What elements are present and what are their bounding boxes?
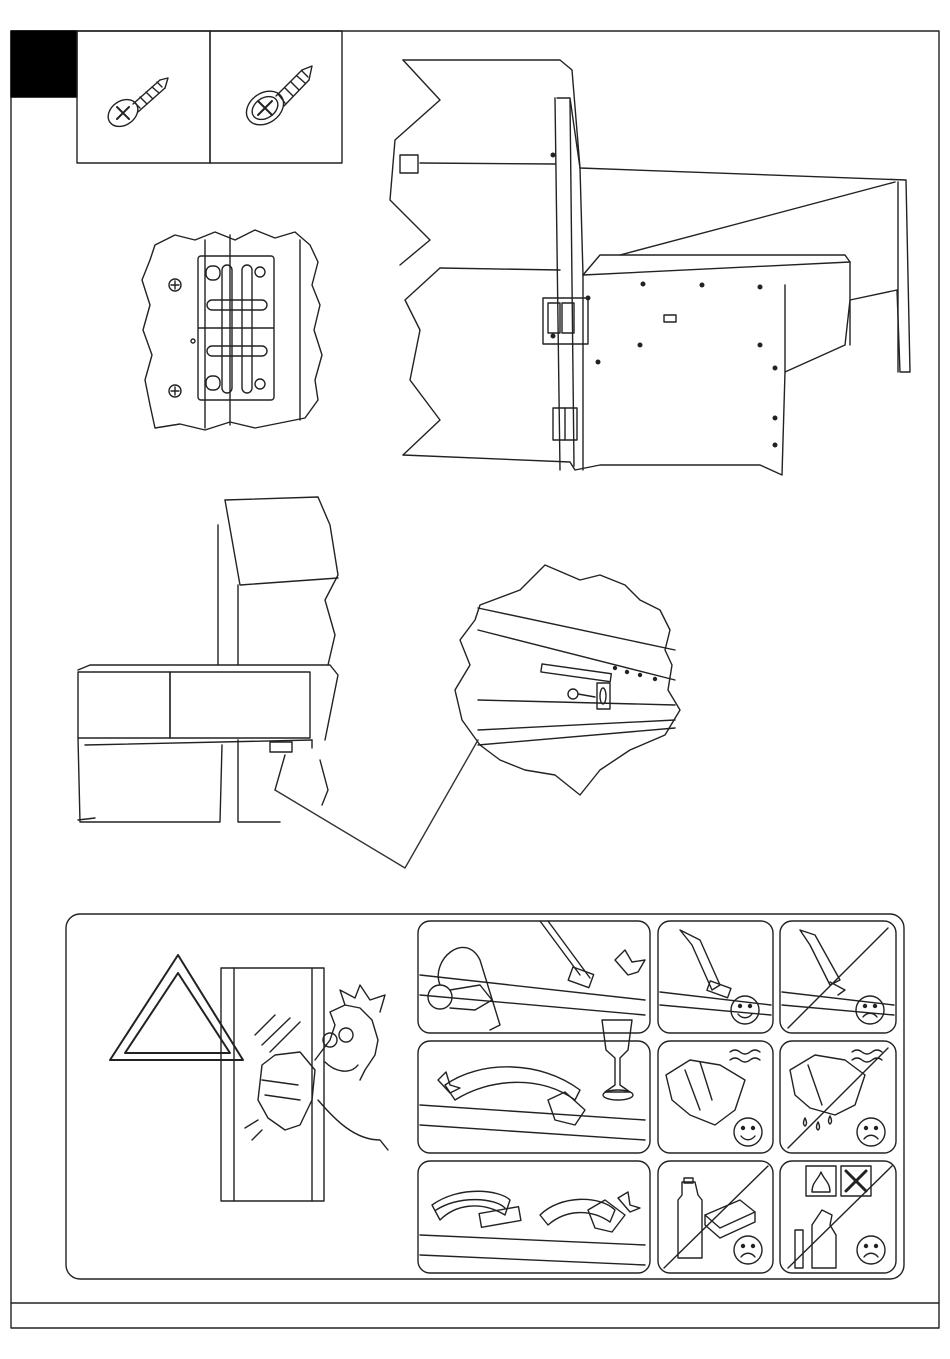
parts-list — [77, 31, 342, 163]
screw-icon — [103, 78, 168, 132]
damp-cloth-icon — [666, 1050, 762, 1146]
bracket-detail — [275, 565, 680, 868]
care-instructions-panel — [66, 914, 904, 1279]
hinge-detail — [142, 230, 322, 430]
glass-ring-icon — [420, 1020, 645, 1140]
furniture-assembly-view — [390, 60, 910, 475]
detergent-bottle-icon — [664, 1166, 768, 1268]
glass-cleaning-figure — [221, 968, 388, 1201]
page-frame — [11, 31, 939, 1328]
hard-brush-icon — [782, 928, 894, 1028]
screw-large-icon — [240, 66, 312, 132]
vacuum-icon — [420, 921, 645, 1030]
abrasive-sponge-icon — [420, 1191, 645, 1265]
flammable-spray-icon — [788, 1166, 892, 1268]
wet-cloth-icon — [788, 1048, 888, 1148]
soft-brush-icon — [660, 930, 771, 1024]
step-number — [15, 30, 75, 96]
nightstand-view — [78, 497, 338, 822]
triangle-warning-icon — [110, 955, 243, 1060]
